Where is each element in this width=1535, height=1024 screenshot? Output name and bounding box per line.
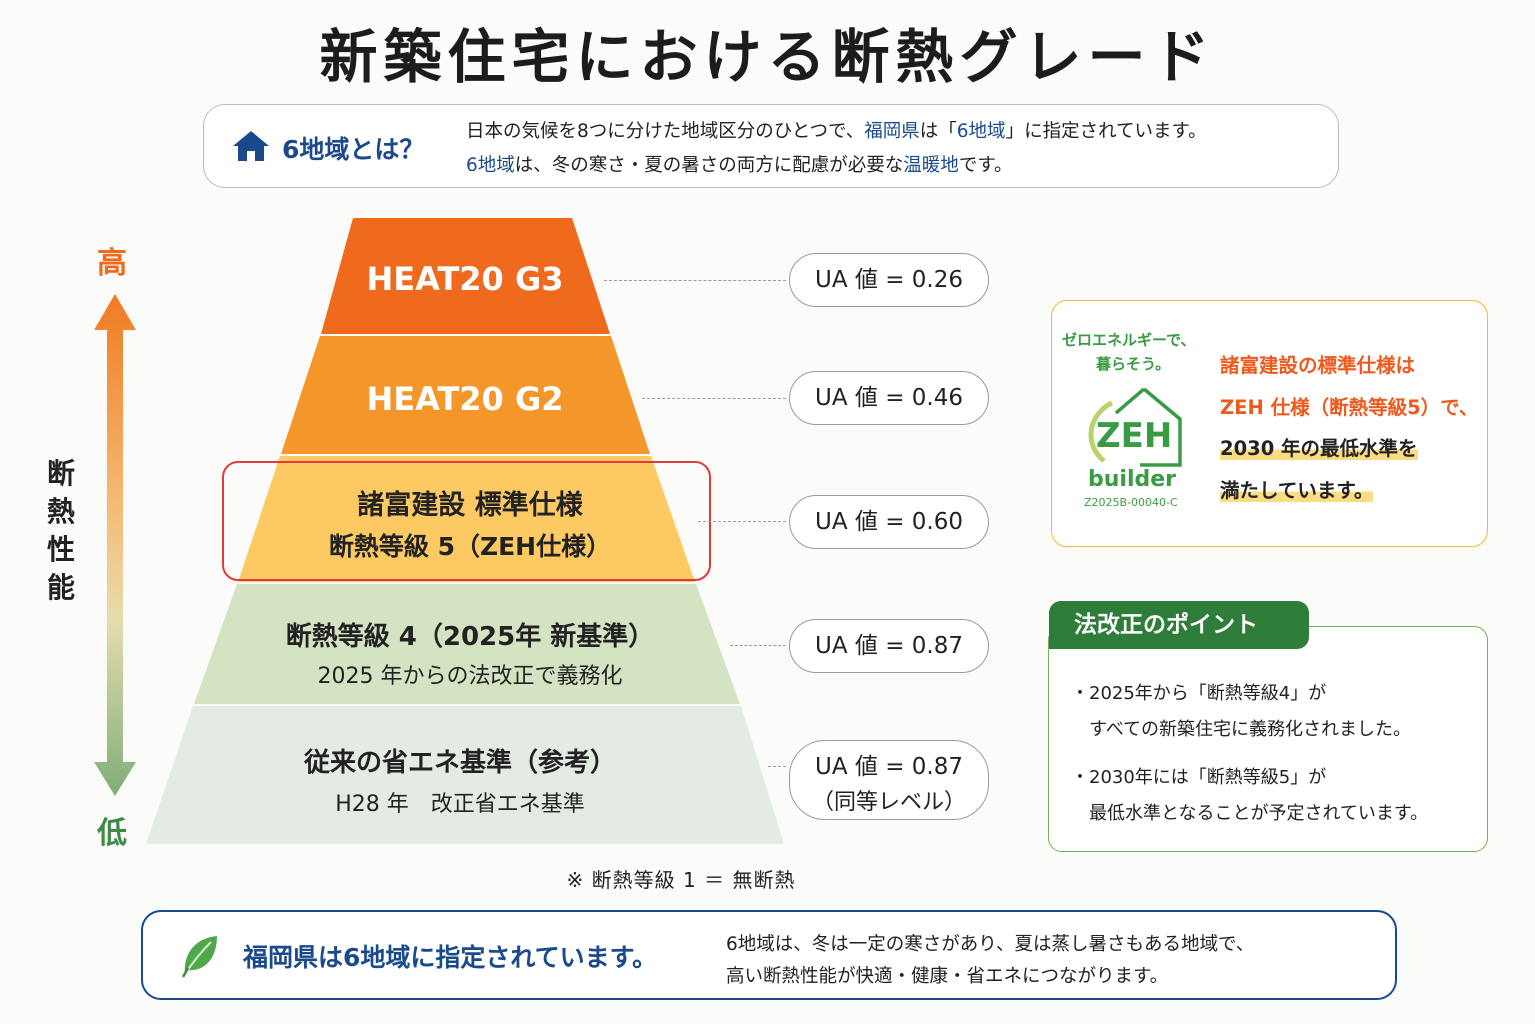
info-highlight: 温暖地 [903,155,959,176]
tier-zeh-sublabel: 断熱等級 5（ZEH仕様） [328,532,612,561]
axis-title-char: 能 [46,571,75,604]
axis-title: 断 熱 性 能 [45,455,77,607]
tier-zeh-shape [238,456,695,582]
law-revision-title: 法改正のポイント [1049,601,1309,649]
zeh-registration-code: Z2025B-00040-C [1084,496,1178,509]
info-highlight: 6地域 [956,121,1006,142]
leaf-icon [179,934,219,982]
region-info-line-1: 日本の気候を8つに分けた地域区分のひとつで、福岡県は「6地域」に指定されています… [466,117,1207,143]
axis-low-label: 低 [97,816,127,851]
ua-value-g3: UA 値 = 0.26 [789,253,989,307]
info-text: は「 [919,121,957,142]
tier-g3-label: HEAT20 G3 [366,260,564,298]
tier-grade4-label: 断熱等級 4（2025年 新基準） [285,622,655,652]
performance-arrow-icon [92,292,138,806]
zeh-logo-text: ZEH [1096,416,1172,456]
axis-title-char: 熱 [46,495,75,528]
ua-value-zeh: UA 値 = 0.60 [789,495,989,549]
bottom-text-line: 高い断熱性能が快適・健康・省エネにつながります。 [726,966,1169,987]
info-text: です。 [958,155,1013,176]
law-point-2: ・2030年には「断熱等級5」が [1071,767,1327,788]
zeh-builder-label: builder [1088,467,1177,492]
axis-title-char: 性 [46,533,75,566]
zeh-card: ゼロエネルギーで、 暮らそう。 ZEH builder Z2025B-00040… [1051,300,1488,547]
zeh-message-line: 満たしています。 [1220,474,1374,503]
axis-title-char: 断 [46,457,75,490]
tier-legacy-sublabel: H28 年 改正省エネ基準 [335,792,585,817]
region-info-line-2: 6地域は、冬の寒さ・夏の暑さの両方に配慮が必要な温暖地です。 [466,151,1012,177]
tier-legacy-label: 従来の省エネ基準（参考） [303,748,616,778]
law-revision-card: ・2025年から「断熱等級4」が すべての新築住宅に義務化されました。 ・203… [1048,626,1488,852]
connector-line [604,280,786,281]
axis-high-label: 高 [97,246,127,281]
tier-g3-shape [321,218,610,334]
tier-legacy-shape [146,706,784,844]
zeh-message-line: 2030 年の最低水準を [1220,432,1418,461]
info-text: は、冬の寒さ・夏の暑さの両方に配慮が必要な [514,155,904,176]
house-icon [231,129,271,167]
tier-g2-label: HEAT20 G2 [366,380,564,418]
tier-grade4-shape [194,584,740,704]
info-text: 日本の気候を8つに分けた地域区分のひとつで、 [466,121,865,142]
connector-line [730,645,786,646]
region-info-box: 6地域とは？ 日本の気候を8つに分けた地域区分のひとつで、福岡県は「6地域」に指… [203,104,1339,188]
zeh-tagline: ゼロエネルギーで、 [1062,331,1196,349]
insulation-pyramid: HEAT20 G3 HEAT20 G2 諸富建設 標準仕様 断熱等級 5（ZEH… [140,210,790,854]
zeh-marker-text: 満たしています。 [1220,479,1374,502]
ua-equivalent-note: （同等レベル） [811,790,966,815]
zeh-message-line: 諸富建設の標準仕様は [1220,354,1416,377]
bottom-heading: 福岡県は6地域に指定されています。 [243,943,658,972]
region-info-heading: 6地域とは？ [282,135,425,164]
zeh-logo-icon: ZEH [1082,383,1186,473]
bottom-text-line: 6地域は、冬は一定の寒さがあり、夏は蒸し暑さもある地域で、 [726,934,1255,955]
zeh-marker-text: 2030 年の最低水準を [1220,437,1418,460]
page-title: 新築住宅における断熱グレード [319,23,1216,91]
ua-value-legacy: UA 値 = 0.87 [789,740,989,820]
tier-grade4-sublabel: 2025 年からの法改正で義務化 [317,664,623,689]
bottom-summary-box: 福岡県は6地域に指定されています。 6地域は、冬は一定の寒さがあり、夏は蒸し暑さ… [141,910,1397,1000]
law-point-1-cont: すべての新築住宅に義務化されました。 [1089,719,1412,740]
standard-spec-highlight [222,461,711,581]
info-highlight: 6地域 [466,155,515,176]
info-highlight: 福岡県 [864,121,920,142]
law-point-1: ・2025年から「断熱等級4」が [1071,683,1327,704]
ua-value-g2: UA 値 = 0.46 [789,371,989,425]
connector-line [642,398,786,399]
zeh-tagline: 暮らそう。 [1096,355,1171,373]
tier-zeh-label: 諸富建設 標準仕様 [357,490,583,521]
ua-value-grade4: UA 値 = 0.87 [789,619,989,673]
info-text: 」に指定されています。 [1005,121,1207,142]
connector-line [768,766,786,767]
footnote: ※ 断熱等級 1 ＝ 無断熱 [566,868,796,892]
zeh-message-line: ZEH 仕様（断熱等級5）で、 [1220,396,1479,419]
connector-line [698,521,786,522]
law-point-2-cont: 最低水準となることが予定されています。 [1089,803,1429,824]
tier-g2-shape [281,336,650,454]
ua-value-legacy-text: UA 値 = 0.87 [815,754,963,780]
